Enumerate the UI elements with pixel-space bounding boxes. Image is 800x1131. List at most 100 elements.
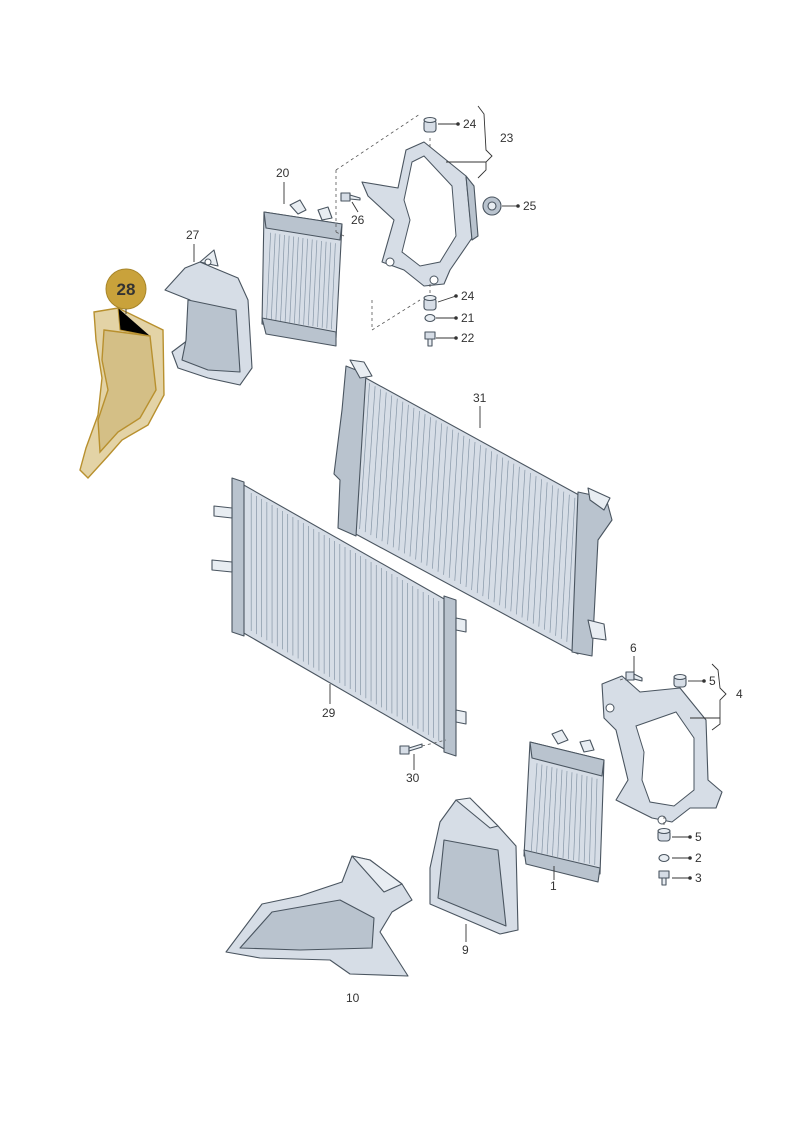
part-1-tank [529, 741, 605, 777]
callout-5-upper: 5 [709, 674, 716, 688]
callout-21: 21 [461, 311, 475, 325]
part-28-air-duct[interactable] [79, 307, 165, 480]
part-20-auxiliary-radiator[interactable] [261, 199, 343, 347]
callout-20: 20 [276, 166, 290, 180]
dash-bracket-4 [619, 677, 665, 828]
part-1-fin-line [578, 774, 583, 862]
part-31-fin-line [432, 423, 443, 569]
part-23-hole-2 [429, 275, 439, 285]
part-31-top-bracket [349, 359, 611, 511]
part-26-bolt[interactable] [340, 192, 361, 202]
part-1-fin-line [562, 770, 568, 859]
part-29-right-bar [443, 595, 457, 757]
part-31-fin-line [398, 404, 409, 551]
part-24-upper-top [423, 116, 437, 124]
part-1-auxiliary-radiator[interactable] [523, 729, 605, 883]
part-31-fin-line [560, 494, 570, 639]
part-22-shaft [427, 338, 433, 347]
part-31-fin-line [409, 410, 420, 557]
part-24-lower-top [423, 294, 437, 302]
part-4-opening [635, 711, 695, 807]
part-31-left-tank [333, 365, 367, 537]
part-10-top [351, 855, 403, 893]
part-31-fin-line [521, 472, 531, 618]
part-21-ring [424, 313, 436, 323]
part-10-air-deflector[interactable] [225, 855, 413, 977]
part-29-tabs [211, 505, 467, 725]
part-21-washer[interactable] [424, 313, 436, 323]
part-2-washer[interactable] [658, 853, 670, 863]
part-5-mount-upper[interactable] [673, 673, 687, 688]
leader-25-dot [516, 204, 520, 208]
callout-31: 31 [473, 391, 487, 405]
leader-24-lower-dot [454, 294, 458, 298]
part-31-fin-line [448, 432, 459, 578]
part-1-fin-line [557, 769, 563, 857]
part-31-fin-line [499, 460, 509, 606]
part-5-mount-lower[interactable] [657, 827, 671, 842]
part-25-grommet[interactable] [482, 196, 502, 216]
part-20-fin-line [317, 240, 322, 328]
part-5-lower-top [657, 827, 671, 835]
part-26-head [340, 192, 351, 202]
part-31-fin-line [471, 445, 481, 591]
part-24-mount-upper[interactable] [423, 116, 437, 133]
part-31-fin-line [516, 469, 526, 615]
part-20-fin-line [270, 233, 276, 320]
part-9-lip [455, 797, 499, 829]
callout-3: 3 [695, 871, 702, 885]
callout-25: 25 [523, 199, 537, 213]
part-3-shaft [661, 877, 667, 886]
part-31-fin-line [420, 417, 431, 563]
part-20-fin-line [312, 240, 318, 327]
part-31-main-radiator[interactable] [333, 359, 613, 657]
part-23-opening [401, 155, 457, 267]
part-6-head [625, 671, 635, 681]
part-2-ring [658, 853, 670, 863]
part-24-mount-lower[interactable] [423, 294, 437, 311]
part-31-fin-line [387, 398, 398, 545]
leader-24-lower [437, 295, 457, 303]
part-22-screw[interactable] [424, 331, 436, 347]
part-30-head [399, 745, 410, 755]
part-1-fin-line [541, 765, 548, 854]
part-31-fin-line [555, 491, 565, 636]
part-20-tank [263, 211, 343, 241]
part-25-inner [487, 201, 497, 211]
part-31-fin-line [465, 441, 476, 588]
part-20-fin-line [275, 234, 281, 321]
part-9-air-guide[interactable] [429, 797, 519, 935]
part-31-fin-line [504, 463, 515, 609]
part-31-fins [359, 383, 581, 645]
part-1-fins [530, 763, 598, 865]
callout-23: 23 [500, 131, 514, 145]
part-31-fin-line [532, 479, 542, 624]
part-3-screw[interactable] [658, 870, 670, 886]
part-6-bolt[interactable] [625, 671, 643, 682]
callout-24-upper: 24 [463, 117, 477, 131]
part-29-fins [250, 493, 440, 741]
part-31-fin-line [476, 448, 487, 594]
part-20-fin-line [289, 236, 295, 323]
part-31-fin-line [404, 407, 415, 554]
part-27-hole [204, 258, 212, 266]
leader-21-dot [454, 316, 458, 320]
callout-5-lower: 5 [695, 830, 702, 844]
part-23-upper-bracket[interactable] [361, 141, 479, 287]
part-30-bolt[interactable] [399, 743, 423, 755]
part-20-fin-line [280, 234, 285, 322]
part-20-fin-line [266, 232, 271, 319]
part-27-duct-bracket[interactable] [164, 249, 253, 386]
part-4-lower-bracket[interactable] [601, 675, 723, 825]
callout-9: 9 [462, 943, 469, 957]
part-27-face [181, 299, 241, 373]
part-1-fin-line [546, 767, 553, 855]
badge-28[interactable]: 28 [105, 268, 147, 310]
callout-24-lower: 24 [461, 289, 475, 303]
part-29-condenser[interactable] [211, 477, 467, 757]
part-31-fin-line [454, 435, 465, 581]
part-4-hole-1 [605, 703, 615, 713]
part-31-fin-line [566, 497, 576, 642]
leader-3-dot [688, 876, 692, 880]
